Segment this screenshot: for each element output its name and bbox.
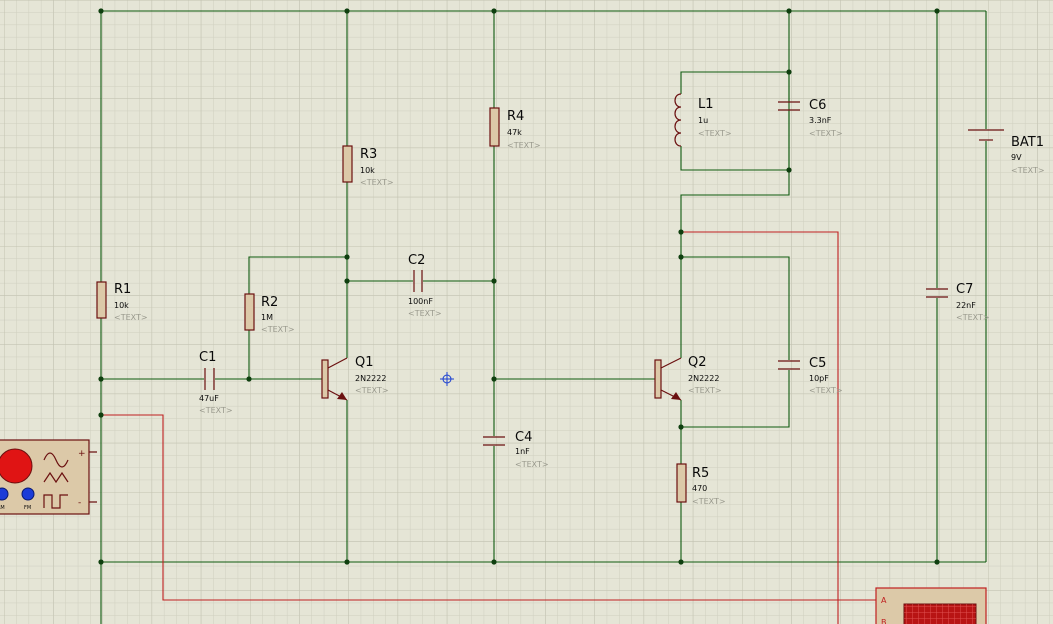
q1-name: Q1 (355, 355, 374, 370)
scope-channel-a[interactable]: A (881, 596, 887, 605)
c5-name: C5 (809, 356, 826, 371)
r5-name: R5 (692, 466, 709, 481)
am-knob-label: AM (0, 505, 5, 511)
resistor-r5[interactable]: R5 470 <TEXT> (676, 463, 726, 506)
c4-text: <TEXT> (515, 460, 549, 469)
q1-value: 2N2222 (355, 374, 386, 383)
r4-value: 47k (507, 128, 522, 137)
c1-value: 47uF (199, 394, 219, 403)
c7-name: C7 (956, 282, 973, 297)
crosshair-cursor-icon (440, 372, 454, 386)
r2-text: <TEXT> (261, 325, 295, 334)
generator-plus-terminal[interactable]: + (78, 449, 86, 459)
capacitor-c6[interactable]: C6 3.3nF <TEXT> (778, 98, 843, 138)
c7-text: <TEXT> (956, 313, 990, 322)
resistor-r3[interactable]: R3 10k <TEXT> (342, 145, 394, 187)
fm-knob-label: FM (24, 505, 31, 511)
r4-text: <TEXT> (507, 141, 541, 150)
r4-name: R4 (507, 109, 524, 124)
sine-wave-icon (43, 452, 69, 468)
r3-value: 10k (360, 166, 375, 175)
c2-value: 100nF (408, 297, 433, 306)
junctions (98, 8, 940, 565)
fm-knob[interactable] (21, 487, 35, 501)
r5-value: 470 (692, 484, 707, 493)
c6-value: 3.3nF (809, 116, 832, 125)
c7-value: 22nF (956, 301, 976, 310)
capacitor-c1[interactable]: C1 47uF <TEXT> (199, 350, 233, 415)
probe-wires[interactable] (101, 231, 876, 624)
generator-minus-terminal[interactable]: - (78, 498, 81, 508)
r2-name: R2 (261, 295, 278, 310)
r5-text: <TEXT> (692, 497, 726, 506)
scope-screen-grid (904, 604, 976, 624)
circuit-wires[interactable] (100, 10, 987, 624)
c1-text: <TEXT> (199, 406, 233, 415)
c6-text: <TEXT> (809, 129, 843, 138)
capacitor-c2[interactable]: C2 100nF <TEXT> (408, 253, 442, 318)
am-knob[interactable] (0, 487, 9, 501)
transistor-q1[interactable]: Q1 2N2222 <TEXT> (321, 355, 389, 401)
capacitor-c7[interactable]: C7 22nF <TEXT> (926, 282, 990, 322)
bat1-text: <TEXT> (1011, 166, 1045, 175)
resistor-r2[interactable]: R2 1M <TEXT> (244, 293, 295, 334)
q2-value: 2N2222 (688, 374, 719, 383)
c4-name: C4 (515, 430, 532, 445)
inductor-l1[interactable]: L1 1u <TEXT> (674, 93, 732, 147)
c5-text: <TEXT> (809, 386, 843, 395)
q2-name: Q2 (688, 355, 707, 370)
scope-channel-b[interactable]: B (881, 618, 887, 624)
square-wave-icon (43, 494, 68, 509)
l1-value: 1u (698, 116, 708, 125)
triangle-wave-icon (43, 471, 69, 484)
r3-text: <TEXT> (360, 178, 394, 187)
bat1-value: 9V (1011, 153, 1022, 162)
r1-text: <TEXT> (114, 313, 148, 322)
c2-name: C2 (408, 253, 425, 268)
c2-text: <TEXT> (408, 309, 442, 318)
r3-name: R3 (360, 147, 377, 162)
l1-text: <TEXT> (698, 129, 732, 138)
q2-text: <TEXT> (688, 386, 722, 395)
resistor-r4[interactable]: R4 47k <TEXT> (489, 107, 541, 150)
capacitor-c5[interactable]: C5 10pF <TEXT> (778, 356, 843, 395)
c6-name: C6 (809, 98, 826, 113)
transistor-q2[interactable]: Q2 2N2222 <TEXT> (654, 355, 722, 401)
r1-value: 10k (114, 301, 129, 310)
resistor-r1[interactable]: R1 10k <TEXT> (96, 281, 148, 322)
r2-value: 1M (261, 313, 273, 322)
c5-value: 10pF (809, 374, 829, 383)
q1-text: <TEXT> (355, 386, 389, 395)
capacitor-c4[interactable]: C4 1nF <TEXT> (483, 430, 549, 469)
battery-bat1[interactable]: BAT1 9V <TEXT> (968, 129, 1045, 175)
signal-generator[interactable]: AM FM + - (0, 439, 97, 515)
c4-value: 1nF (515, 447, 530, 456)
bat1-name: BAT1 (1011, 135, 1044, 150)
r1-name: R1 (114, 282, 131, 297)
oscilloscope[interactable]: A B (875, 587, 987, 624)
amplitude-knob[interactable] (0, 448, 33, 484)
c1-name: C1 (199, 350, 216, 365)
l1-name: L1 (698, 97, 714, 112)
